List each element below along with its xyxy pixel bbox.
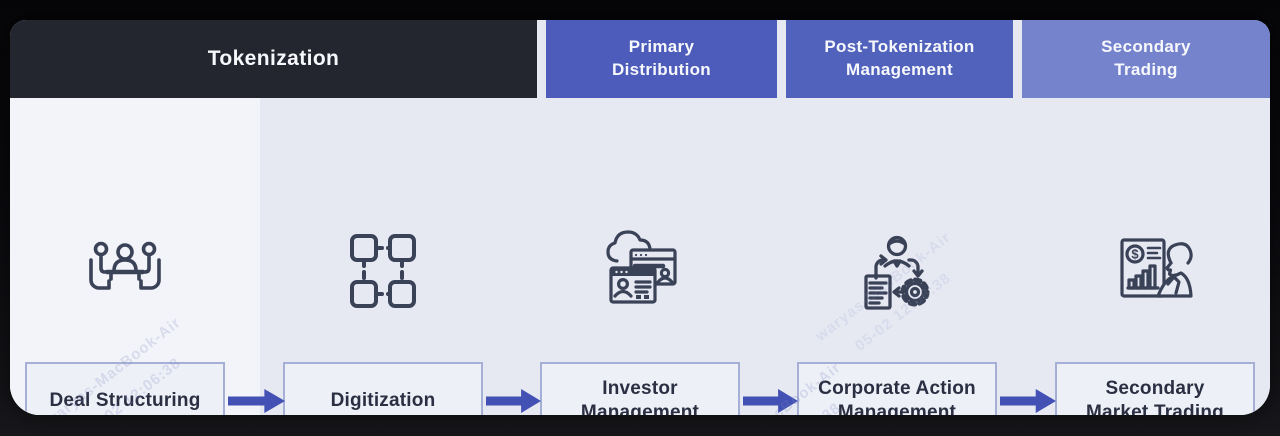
- phase-primary-distribution: Primary Distribution: [546, 20, 777, 98]
- analyst-chart-icon: $: [1110, 226, 1200, 316]
- phase-label: Tokenization: [207, 46, 340, 70]
- phase-label: Post-Tokenization Management: [824, 37, 975, 79]
- cloud-id-cards-icon: [595, 226, 685, 316]
- flow-arrow-icon: [743, 387, 798, 415]
- phase-label: Primary Distribution: [612, 37, 711, 79]
- meeting-table-icon: [80, 226, 170, 316]
- svg-text:$: $: [1131, 247, 1139, 262]
- step-label: Corporate Action Management: [818, 377, 976, 415]
- flow-arrow-icon: [228, 387, 285, 415]
- step-label: Deal Structuring: [49, 389, 201, 411]
- step-secondary-market-trading: Secondary Market Trading: [1055, 362, 1255, 415]
- phase-tokenization: Tokenization: [10, 20, 537, 98]
- phase-header-bar: Tokenization Primary Distribution Post-T…: [10, 20, 1270, 98]
- step-label: Investor Management: [580, 377, 700, 415]
- flow-arrow-icon: [1000, 387, 1056, 415]
- step-label: Digitization: [330, 389, 436, 411]
- process-diagram-panel: Tokenization Primary Distribution Post-T…: [10, 20, 1270, 415]
- blockchain-nodes-icon: [338, 226, 428, 316]
- phase-secondary-trading: Secondary Trading: [1022, 20, 1270, 98]
- phase-post-tokenization-management: Post-Tokenization Management: [786, 20, 1013, 98]
- step-corporate-action-management: Corporate Action Management: [797, 362, 997, 415]
- step-digitization: Digitization: [283, 362, 483, 415]
- flow-arrow-icon: [486, 387, 541, 415]
- diagram-content: $ Deal Structuring Digitization Investor…: [10, 98, 1270, 415]
- step-label: Secondary Market Trading: [1086, 377, 1224, 415]
- person-document-gear-icon: [852, 226, 942, 316]
- step-investor-management: Investor Management: [540, 362, 740, 415]
- step-deal-structuring: Deal Structuring: [25, 362, 225, 415]
- phase-label: Secondary Trading: [1101, 37, 1191, 79]
